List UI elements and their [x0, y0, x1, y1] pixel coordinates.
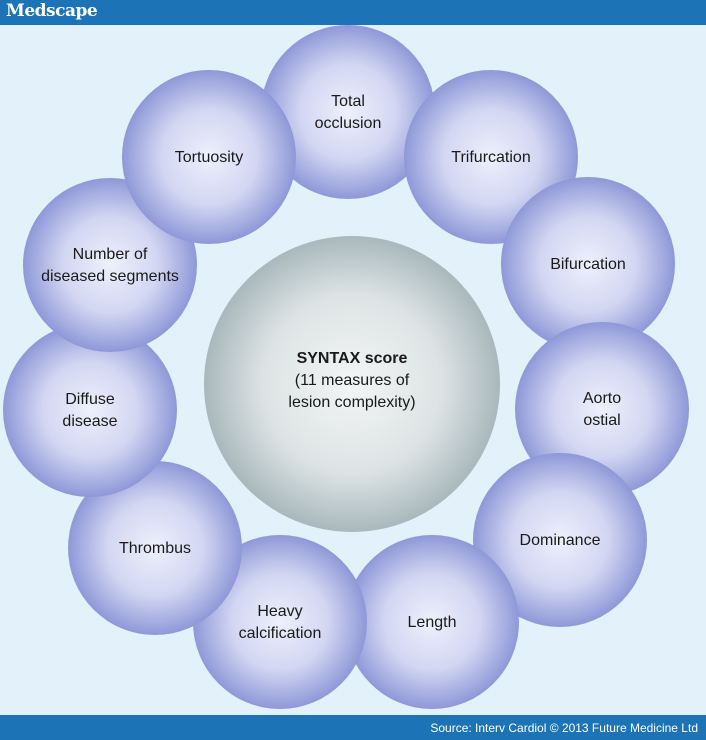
measure-dominance-circle: [473, 453, 647, 627]
measure-number-of-diseased-segments-label-line-1: Number of: [73, 246, 148, 263]
measure-length-node: Length: [345, 535, 519, 709]
measure-aorto-ostial-label-line-1: Aorto: [583, 390, 621, 407]
footer-bar: Source: Interv Cardiol © 2013 Future Med…: [0, 715, 706, 740]
measure-heavy-calcification-node: Heavy calcification: [193, 535, 367, 709]
source-credit: Source: Interv Cardiol © 2013 Future Med…: [430, 721, 698, 735]
header-bar: Medscape: [0, 0, 706, 25]
measure-diffuse-disease-label-line-2: disease: [62, 413, 117, 430]
measure-thrombus-circle: [68, 461, 242, 635]
measure-trifurcation-label-line-1: Trifurcation: [451, 149, 530, 166]
measure-diffuse-disease-label-line-1: Diffuse: [65, 391, 115, 408]
measure-aorto-ostial-label-line-2: ostial: [583, 412, 620, 429]
measure-total-occlusion-label-line-1: Total: [331, 93, 365, 110]
syntax-diagram: Total occlusionTrifurcationBifurcationAor…: [3, 25, 689, 709]
measure-number-of-diseased-segments-label-line-2: diseased segments: [41, 268, 179, 285]
medscape-logo: Medscape: [6, 1, 98, 21]
syntax-score-circle: [204, 236, 500, 532]
measure-aorto-ostial-node: Aorto ostial: [515, 322, 689, 496]
syntax-score-label-line-2: (11 measures of: [295, 372, 410, 389]
measure-heavy-calcification-label-line-2: calcification: [239, 625, 322, 642]
measure-aorto-ostial-circle: [515, 322, 689, 496]
measure-heavy-calcification-label-line-1: Heavy: [257, 603, 302, 620]
syntax-score-label-line-3: lesion complexity): [288, 394, 415, 411]
syntax-score-label-line-1: SYNTAX score: [297, 350, 408, 367]
measure-total-occlusion-label-line-2: occlusion: [315, 115, 382, 132]
measure-heavy-calcification-circle: [193, 535, 367, 709]
measure-diffuse-disease-circle: [3, 323, 177, 497]
measure-tortuosity-label-line-1: Tortuosity: [175, 149, 243, 166]
measure-length-label-line-1: Length: [408, 614, 457, 631]
measure-length-circle: [345, 535, 519, 709]
measure-thrombus-label-line-1: Thrombus: [119, 540, 191, 557]
measure-dominance-node: Dominance: [473, 453, 647, 627]
measure-dominance-label-line-1: Dominance: [520, 532, 601, 549]
measure-bifurcation-label-line-1: Bifurcation: [550, 256, 626, 273]
measure-thrombus-node: Thrombus: [68, 461, 242, 635]
measure-diffuse-disease-node: Diffuse disease: [3, 323, 177, 497]
syntax-score-node: SYNTAX score (11 measures of lesion comple…: [204, 236, 500, 532]
measure-total-occlusion-circle: [261, 25, 435, 199]
measure-bifurcation-circle: [501, 177, 675, 351]
measure-total-occlusion-node: Total occlusion: [261, 25, 435, 199]
measure-bifurcation-node: Bifurcation: [501, 177, 675, 351]
measure-tortuosity-node: Tortuosity: [122, 70, 296, 244]
measure-tortuosity-circle: [122, 70, 296, 244]
